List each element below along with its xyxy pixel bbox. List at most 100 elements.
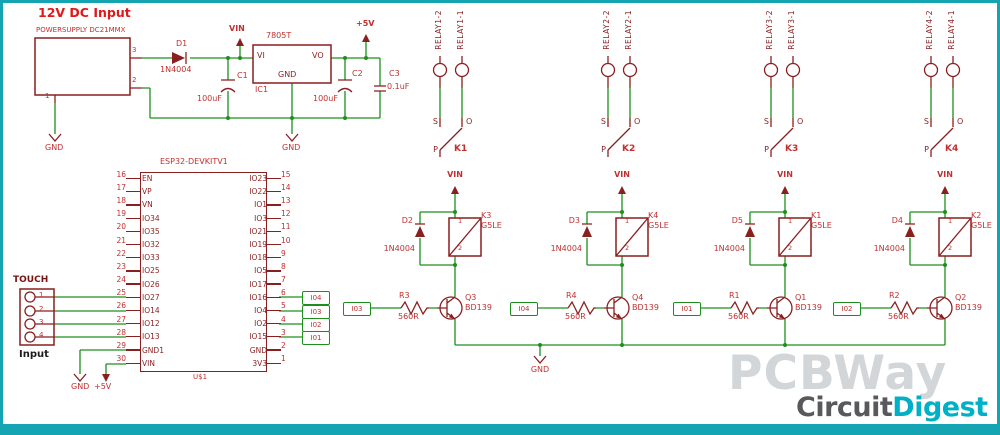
symbol-layer	[35, 52, 972, 382]
relay-terminal-label: RELAY3-1	[787, 10, 796, 50]
relay-terminal-label: RELAY4-1	[947, 10, 956, 50]
resistor-value: 560R	[565, 312, 586, 321]
transistor-name: Q2	[955, 293, 967, 302]
pin-stub	[126, 309, 140, 312]
pin-stub	[126, 349, 140, 351]
cap-value: 100uF	[197, 94, 222, 103]
pin-stub	[126, 230, 140, 232]
coil-pin-number: 1	[625, 217, 630, 225]
vin-label: VIN	[777, 170, 793, 179]
emitter-arrow	[938, 313, 945, 319]
relay-terminal-label: RELAY3-2	[765, 10, 774, 50]
cap-value: 0.1uF	[387, 82, 410, 91]
touch-caption: Input	[19, 349, 49, 360]
emitter-arrow	[448, 313, 455, 319]
relay-terminal-label: RELAY1-1	[456, 10, 465, 50]
pin-stub	[267, 309, 281, 312]
relay-terminal-label: RELAY2-2	[602, 10, 611, 50]
pcbway-watermark: PCBWay	[728, 346, 948, 401]
pin-stub	[267, 283, 281, 285]
contact-s: S	[923, 117, 929, 126]
pin-stub	[126, 362, 140, 364]
relay-name: K2	[971, 211, 982, 220]
transistor-name: Q3	[465, 293, 477, 302]
pin-stub	[267, 336, 281, 338]
pin-stub	[267, 270, 281, 272]
resistor-name: R2	[889, 291, 900, 300]
relay-terminal-label: RELAY1-2	[434, 10, 443, 50]
plus5v-arrow	[102, 374, 110, 382]
pin-stub	[267, 349, 281, 351]
pin-stub	[267, 243, 281, 246]
pin-stub	[126, 204, 140, 206]
net-tag: I02	[833, 302, 861, 316]
transistor-value: BD139	[632, 303, 659, 312]
pin-stub	[126, 336, 140, 338]
relay-contact-name: K2	[622, 144, 636, 154]
coil-pin-number: 2	[458, 244, 463, 252]
diode-triangle	[905, 226, 915, 237]
pin-stub	[267, 257, 281, 259]
regulator-vi: VI	[257, 51, 265, 60]
transistor-body	[929, 296, 953, 320]
regulator-7805-box	[252, 44, 332, 84]
circuitdigest-logo: CircuitDigest	[796, 392, 988, 423]
pin-number: 1	[45, 92, 50, 100]
relay-contact-name: K1	[454, 144, 468, 154]
pin-stub	[126, 243, 140, 246]
contact-s: S	[432, 117, 438, 126]
plus5v-arrow	[362, 34, 370, 42]
relay-contact-name: K3	[785, 144, 799, 154]
relay-contact-name: K4	[945, 144, 959, 154]
contact-o: O	[466, 117, 473, 126]
input-title: 12V DC Input	[38, 5, 131, 20]
net-tag: I03	[343, 302, 371, 316]
diode-name: D3	[568, 216, 580, 225]
diode-name: D5	[731, 216, 743, 225]
transistor-value: BD139	[955, 303, 982, 312]
vin-arrow	[941, 186, 949, 194]
connector-pads	[24, 62, 961, 343]
pin-stub	[126, 296, 140, 298]
power-supply-label: POWERSUPPLY DC21MMX	[36, 26, 126, 34]
relay-terminal-label: RELAY2-1	[624, 10, 633, 50]
contact-p: P	[924, 145, 929, 154]
diode-value: 1N4004	[550, 244, 582, 253]
logo-part1: Circuit	[796, 392, 893, 423]
coil-pin-number: 1	[948, 217, 953, 225]
relay-name: K3	[481, 211, 492, 220]
emitter-arrow	[778, 313, 785, 319]
gnd-label: GND	[45, 143, 64, 152]
relay-value: G5LE	[971, 221, 992, 230]
relay-name: K4	[648, 211, 659, 220]
diode-value: 1N4004	[160, 65, 192, 74]
vin-arrow	[781, 186, 789, 194]
pin-stub	[267, 191, 281, 193]
diode-name: D2	[401, 216, 413, 225]
cap-name: C3	[389, 69, 400, 78]
junction-dots	[226, 56, 947, 347]
pin-stub	[126, 283, 140, 285]
pin-number: 2	[132, 76, 137, 84]
pin-stub	[126, 191, 140, 193]
contact-p: P	[433, 145, 438, 154]
pin-stub	[267, 362, 281, 364]
